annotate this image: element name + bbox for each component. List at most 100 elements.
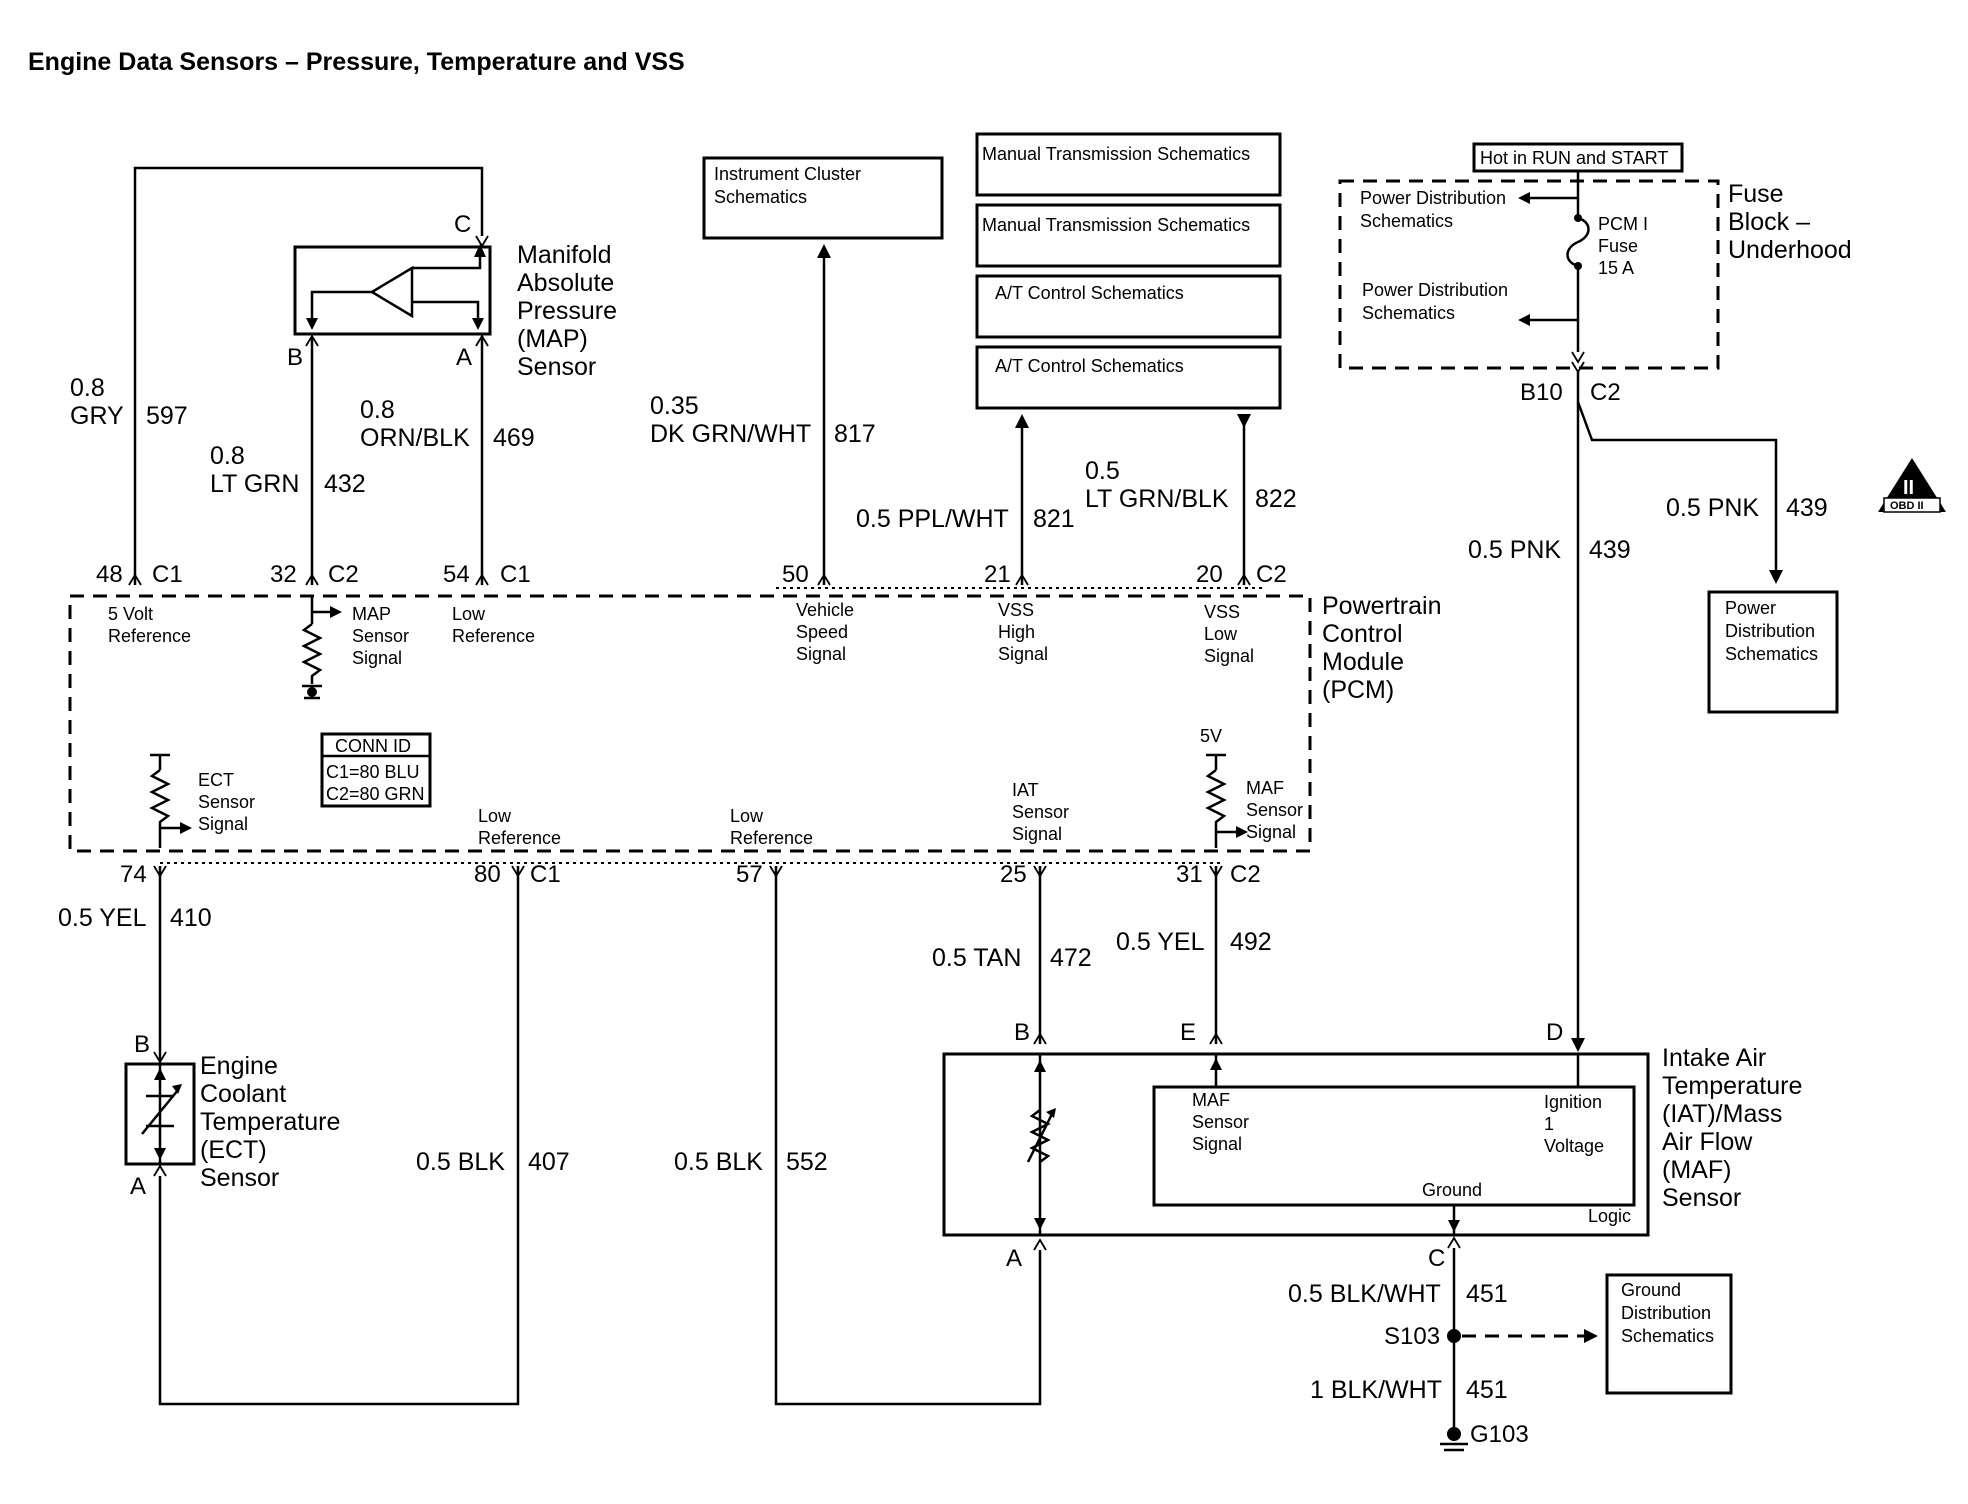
pcm-pin-32: 32 <box>270 561 297 588</box>
ect-pin-a: A <box>130 1173 146 1200</box>
wire-469-size: 0.8 <box>360 396 395 424</box>
iat-maf-label-4: Air Flow <box>1662 1128 1753 1156</box>
pcm-pin-50: 50 <box>782 561 809 588</box>
fuse-block-boundary <box>1338 179 1720 370</box>
splice-s103-dot <box>1447 1329 1461 1343</box>
power-dist-label-3: Schematics <box>1725 644 1818 664</box>
wire-492-number: 492 <box>1230 928 1272 956</box>
maf-pin-d: D <box>1546 1019 1563 1046</box>
wire-472-number: 472 <box>1050 944 1092 972</box>
wire-439b-label: 0.5 PNK <box>1468 536 1561 564</box>
iat-pin-a: A <box>1006 1245 1022 1272</box>
wire-439b-number: 439 <box>1589 536 1631 564</box>
schem-box-4-label: A/T Control Schematics <box>995 356 1184 376</box>
power-dist-label-1: Power <box>1725 598 1776 618</box>
fuse-label-2: Fuse <box>1598 236 1638 256</box>
ect-label-5: Sensor <box>200 1164 279 1192</box>
wire-821-number: 821 <box>1033 505 1075 533</box>
map-sensor-label-5: Sensor <box>517 353 596 381</box>
sig-low-ref-top-1: Low <box>452 604 486 624</box>
ground-g103-label: G103 <box>1470 1421 1529 1448</box>
power-distribution-box <box>1707 590 1839 714</box>
sig-low-ref-top-2: Reference <box>452 626 535 646</box>
pcm-label-4: (PCM) <box>1322 676 1394 704</box>
ect-label-2: Coolant <box>200 1080 286 1108</box>
sig-iat-3: Signal <box>1012 824 1062 844</box>
sig-iat-1: IAT <box>1012 780 1039 800</box>
pcm-conn-48: C1 <box>152 561 183 588</box>
sig-maf-1: MAF <box>1246 778 1284 798</box>
pcm-label-3: Module <box>1322 648 1404 676</box>
schem-box-1 <box>975 132 1282 197</box>
fuse-block-label-2: Block – <box>1728 208 1810 236</box>
wire-469-number: 469 <box>493 424 535 452</box>
schem-box-2 <box>975 203 1282 268</box>
map-amplifier-symbol <box>369 265 414 319</box>
map-pullup-resistor <box>301 623 323 684</box>
map-pin-a: A <box>456 344 472 371</box>
conn-id-c1: C1=80 BLU <box>326 762 420 782</box>
pcm-pin-31: 31 <box>1176 861 1203 888</box>
map-sensor-label-2: Absolute <box>517 269 614 297</box>
fuse-label-3: 15 A <box>1598 258 1634 278</box>
maf-logic-box <box>1152 1085 1636 1207</box>
map-ground-icon <box>307 687 317 697</box>
map-sensor-label-1: Manifold <box>517 241 612 269</box>
ign-inner-label-1: Ignition <box>1544 1092 1602 1112</box>
sig-5v-ref-2: Reference <box>108 626 191 646</box>
wire-597-size: 0.8 <box>70 374 105 402</box>
sig-map-1: MAP <box>352 604 391 624</box>
hot-in-run-start-label: Hot in RUN and START <box>1480 148 1668 168</box>
pcm-pin-48: 48 <box>96 561 123 588</box>
wire-432-size: 0.8 <box>210 442 245 470</box>
map-pin-c: C <box>454 211 471 238</box>
wire-410-label: 0.5 YEL <box>58 904 147 932</box>
schem-box-2-label: Manual Transmission Schematics <box>982 215 1250 235</box>
wire-492-label: 0.5 YEL <box>1116 928 1205 956</box>
wire-469-color: ORN/BLK <box>360 424 470 452</box>
maf-pin-c: C <box>1428 1245 1445 1272</box>
pcm-pin-20: 20 <box>1196 561 1223 588</box>
wire-451a-label: 0.5 BLK/WHT <box>1288 1280 1441 1308</box>
wire-817-number: 817 <box>834 420 876 448</box>
maf-inner-label-2: Sensor <box>1192 1112 1249 1132</box>
iat-pin-b: B <box>1014 1019 1030 1046</box>
power-dist-label-2: Distribution <box>1725 621 1815 641</box>
pd2-label-2: Schematics <box>1362 303 1455 323</box>
iat-maf-label-6: Sensor <box>1662 1184 1741 1212</box>
wire-439-branch <box>1576 401 1778 576</box>
ground-dist-label-3: Schematics <box>1621 1326 1714 1346</box>
map-sensor: C B A Manifold Absolute Pressure (MAP) S… <box>287 211 617 381</box>
instrument-cluster-box <box>702 156 944 240</box>
wire-821-label: 0.5 PPL/WHT <box>856 505 1009 533</box>
sig-low-ref-80-2: Reference <box>478 828 561 848</box>
ect-thermistor-symbol <box>141 1089 179 1135</box>
ground-distribution-box <box>1605 1273 1733 1395</box>
wire-451a-number: 451 <box>1466 1280 1508 1308</box>
wire-597-color: GRY <box>70 402 124 430</box>
sig-maf-2: Sensor <box>1246 800 1303 820</box>
conn-id-title: CONN ID <box>335 736 411 756</box>
pcm-5v-label: 5V <box>1200 726 1222 746</box>
sig-vss-high-1: VSS <box>998 600 1034 620</box>
obd-label: OBD II <box>1890 500 1924 512</box>
sig-map-3: Signal <box>352 648 402 668</box>
ect-label-1: Engine <box>200 1052 278 1080</box>
map-sensor-label-3: Pressure <box>517 297 617 325</box>
wire-451b-label: 1 BLK/WHT <box>1310 1376 1442 1404</box>
ground-dist-label-1: Ground <box>1621 1280 1681 1300</box>
wire-552 <box>774 866 1042 1406</box>
wire-410-number: 410 <box>170 904 212 932</box>
pcm-conn-80: C1 <box>530 861 561 888</box>
logic-inner-label: Logic <box>1588 1206 1631 1226</box>
fuse-block-label-3: Underhood <box>1728 236 1852 264</box>
diagram-title: Engine Data Sensors – Pressure, Temperat… <box>28 48 685 76</box>
pcm-pin-21: 21 <box>984 561 1011 588</box>
pd1-label-1: Power Distribution <box>1360 188 1506 208</box>
pcm-conn-54: C1 <box>500 561 531 588</box>
sig-iat-2: Sensor <box>1012 802 1069 822</box>
conn-id-box <box>320 732 432 808</box>
fuse-pin-b10: B10 <box>1520 379 1563 406</box>
pcm-conn-20: C2 <box>1256 561 1287 588</box>
wire-552-number: 552 <box>786 1148 828 1176</box>
